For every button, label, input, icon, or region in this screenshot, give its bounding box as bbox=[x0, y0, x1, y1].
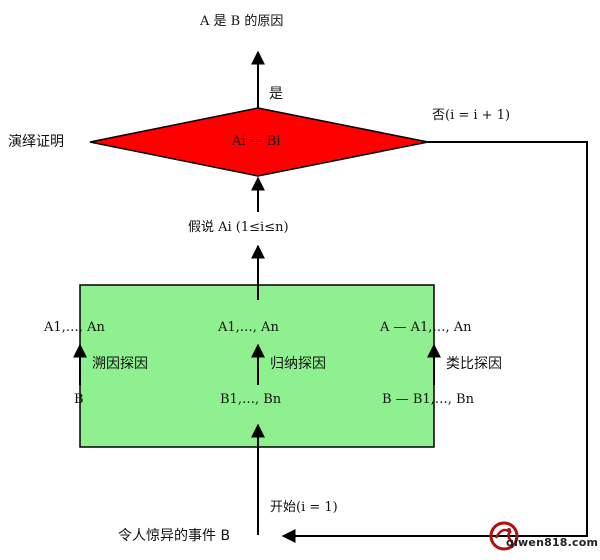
col3-bottom-label: B — B1,…, Bn bbox=[382, 392, 474, 407]
col3-top-label: A — A1,…, An bbox=[380, 320, 472, 335]
event-label: 令人惊异的事件 B bbox=[118, 528, 231, 544]
watermark-logo: qiwen818.com bbox=[484, 516, 598, 556]
diamond-label: Ai — Bi bbox=[232, 134, 281, 149]
hypothesis-label: 假说 Ai (1≤i≤n) bbox=[188, 220, 289, 235]
dragon-icon bbox=[489, 521, 519, 551]
col1-method-label: 溯因探因 bbox=[92, 356, 148, 372]
col3-method-label: 类比探因 bbox=[446, 356, 502, 372]
start-label: 开始(i = 1) bbox=[270, 500, 338, 515]
col1-top-label: A1,…, An bbox=[44, 320, 105, 335]
watermark-text: qiwen818.com bbox=[506, 536, 599, 549]
deduction-label: 演绎证明 bbox=[8, 134, 64, 150]
loop-no-path bbox=[281, 141, 588, 543]
col2-bottom-label: B1,…, Bn bbox=[220, 392, 282, 407]
col2-method-label: 归纳探因 bbox=[270, 356, 326, 372]
conclusion-label: A 是 B 的原因 bbox=[200, 14, 284, 29]
col1-bottom-label: B bbox=[74, 392, 84, 407]
col2-top-label: A1,…, An bbox=[218, 320, 279, 335]
no-label: 否(i = i + 1) bbox=[432, 108, 511, 123]
yes-label: 是 bbox=[269, 86, 283, 102]
